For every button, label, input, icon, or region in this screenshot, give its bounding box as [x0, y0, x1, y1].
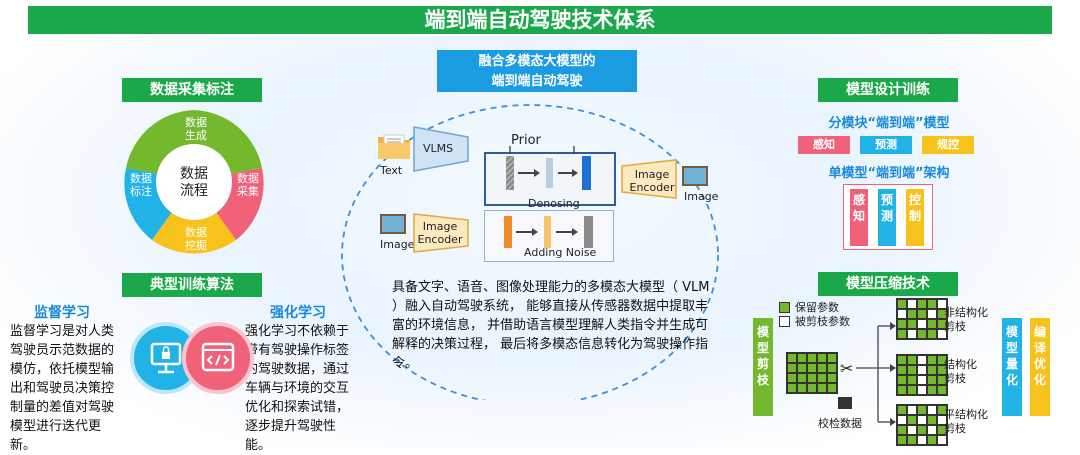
folder-text-icon [378, 134, 410, 159]
tag-perception: 感知 [798, 136, 850, 154]
multimodal-description: 具备文字、语音、图像处理能力的多模态大模型（ VLM ）融入自动驾驶系统， 能够… [392, 280, 710, 371]
vtag-model-pruning: 模 型 剪 枝 [753, 318, 773, 416]
multimodal-e2e-header: 融合多模态大模型的 端到端自动驾驶 [437, 50, 637, 92]
vtag-compile-optimization: 编 译 优 化 [1030, 318, 1050, 416]
data-flow-ring [124, 110, 264, 254]
title-banner: 端到端自动驾驶技术体系 [0, 0, 1080, 36]
legend-keep-label: 保留参数 [795, 301, 839, 314]
model-design-header: 模型设计训练 [818, 78, 958, 102]
scissors-icon: ✂ [840, 359, 854, 378]
structured-pruning-label: 结构化 剪枝 [944, 358, 977, 385]
prior-label: Prior [511, 133, 541, 148]
ring-center-label: 数据 流程 [180, 166, 208, 199]
tag-planning-control: 规控 [922, 136, 974, 154]
semistructured-grid [896, 404, 948, 446]
ring-segment-mine [152, 212, 236, 254]
unstructured-grid [896, 298, 948, 340]
ring-segment-generate [194, 110, 262, 174]
pruning-branch-arrows [856, 322, 896, 426]
semistructured-pruning-label: 平结构化 剪枝 [944, 408, 988, 435]
ring-right-label: 数据 采集 [237, 172, 259, 198]
tag-prediction: 预测 [860, 136, 912, 154]
source-weight-grid [786, 352, 838, 394]
adding-noise-arrows [504, 216, 593, 248]
legend-pruned-label: 被剪枝参数 [795, 315, 850, 328]
supervised-learning-title: 监督学习 [34, 305, 90, 321]
vtag-perception: 感 知 [850, 189, 868, 246]
calibration-data-label: 校检数据 [818, 417, 862, 430]
vlms-trapezoid [413, 126, 469, 172]
structured-grid [896, 354, 948, 396]
denosing-label: Denosing [528, 197, 580, 210]
image-encoder-right-label: Image Encoder [629, 168, 675, 194]
image-encoder-left-shape [413, 213, 469, 253]
image-encoder-left-label: Image Encoder [417, 220, 463, 246]
text-input-label: Text [380, 164, 403, 177]
reinforcement-learning-text: 强化学习不依赖于带有驾驶操作标签的驾驶数据，通过车辆与环境的交互优化和探索试错，… [245, 324, 350, 453]
ring-bottom-label: 数据 挖掘 [185, 226, 207, 252]
reinforcement-learning-title: 强化学习 [270, 305, 326, 321]
header-line-1: 融合多模态大模型的 [478, 54, 596, 69]
center-dashed-circle [341, 104, 719, 400]
vtag-prediction: 预 测 [878, 189, 896, 246]
vtag-control: 控 制 [906, 189, 924, 246]
header-line-2: 端到端自动驾驶 [491, 74, 583, 89]
database-icon [838, 397, 852, 409]
image-label-right: Image [684, 190, 719, 203]
ring-top-label: 数据 生成 [185, 116, 207, 142]
unstructured-pruning-label: 非结构化 剪枝 [944, 306, 988, 333]
supervised-learning-text: 监督学习是对人类驾驶员示范数据的模仿，依托模型输出和驾驶员决策控制量的差值对驾驶… [10, 324, 115, 453]
legend-pruned-swatch [779, 316, 790, 327]
ring-left-label: 数据 标注 [130, 172, 152, 198]
landscape-image-icon [682, 166, 708, 186]
data-collection-header: 数据采集标注 [122, 78, 262, 102]
vtag-model-quantization: 模 型 量 化 [1002, 318, 1022, 416]
code-window-icon [182, 322, 254, 394]
vlms-label: VLMS [423, 142, 454, 155]
ring-segment-top-left [126, 110, 194, 174]
training-algorithms-header: 典型训练算法 [122, 273, 262, 297]
landscape-image-icon-left [380, 214, 406, 234]
page-title: 端到端自动驾驶技术体系 [28, 6, 1052, 34]
single-model-title: 单模型“端到端”架构 [828, 166, 950, 181]
image-label-left: Image [380, 238, 415, 251]
model-compression-header: 模型压缩技术 [818, 272, 958, 296]
denoising-arrows [506, 146, 591, 190]
image-encoder-right-shape [621, 159, 677, 199]
legend-keep-swatch [779, 302, 790, 313]
adding-noise-label: Adding Noise [524, 246, 597, 259]
ring-segment-label [124, 168, 172, 240]
modular-e2e-title: 分模块“端到端”模型 [828, 116, 950, 131]
ring-segment-collect [216, 168, 264, 240]
